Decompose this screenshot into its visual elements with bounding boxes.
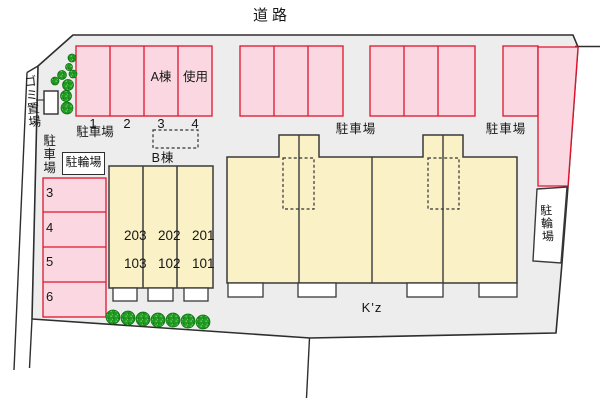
boundary-lines: [13, 45, 600, 399]
unit-upper: 201: [192, 228, 215, 243]
left-space-number-3: 3: [46, 185, 54, 200]
left-space-number-4: 4: [46, 220, 54, 235]
trees-upper-cluster: [50, 53, 78, 115]
top-space-number-2: 2: [123, 116, 131, 131]
left-space-number-6: 6: [46, 289, 54, 304]
top-space-number-4: 4: [191, 116, 199, 131]
space3-note: A棟: [150, 70, 172, 84]
building-b-unit-1: 203 103: [109, 215, 147, 285]
unit-lower: 101: [192, 256, 215, 271]
building-b-unit-2: 202 102: [143, 215, 181, 285]
parking-strip-right: [537, 46, 579, 187]
unit-upper: 203: [124, 228, 147, 243]
parking-row-d: [502, 45, 539, 117]
building-kz-dashed-entries: [282, 157, 460, 210]
left-space-number-5: 5: [46, 254, 54, 269]
top-parking-label: 駐車場: [76, 125, 114, 139]
top-space-number-3: 3: [157, 116, 165, 131]
bike-parking-right-label: 駐輪場: [538, 203, 555, 244]
trees-lower-row: [105, 309, 211, 330]
mid-parking-label-right: 駐車場: [485, 122, 527, 136]
bike-parking-left-label: 駐輪場: [65, 155, 102, 169]
left-parking-vertical-label: 駐車場: [41, 134, 56, 175]
garbage-box: [43, 90, 59, 115]
building-b-porches: [112, 287, 209, 302]
unit-upper: 202: [158, 228, 181, 243]
main-building-label: K'z: [361, 300, 383, 315]
building-kz-porches: [227, 282, 518, 298]
parking-row-b: [239, 45, 344, 117]
building-b: [108, 165, 214, 289]
space4-note: 使用: [182, 70, 208, 84]
parking-row-c: [369, 45, 476, 117]
building-b-unit-3: 201 101: [177, 215, 215, 285]
dashed-parking-space: [152, 129, 199, 149]
unit-lower: 103: [124, 256, 147, 271]
bike-parking-left-box: 駐輪場: [62, 152, 105, 175]
top-space-number-1: 1: [89, 116, 97, 131]
mid-parking-label-left: 駐車場: [335, 122, 377, 136]
bike-parking-right-box: [532, 186, 568, 264]
building-b-label: B棟: [151, 151, 175, 165]
road-label: 道路: [252, 7, 291, 24]
unit-lower: 102: [158, 256, 181, 271]
parking-areas: [42, 45, 579, 318]
